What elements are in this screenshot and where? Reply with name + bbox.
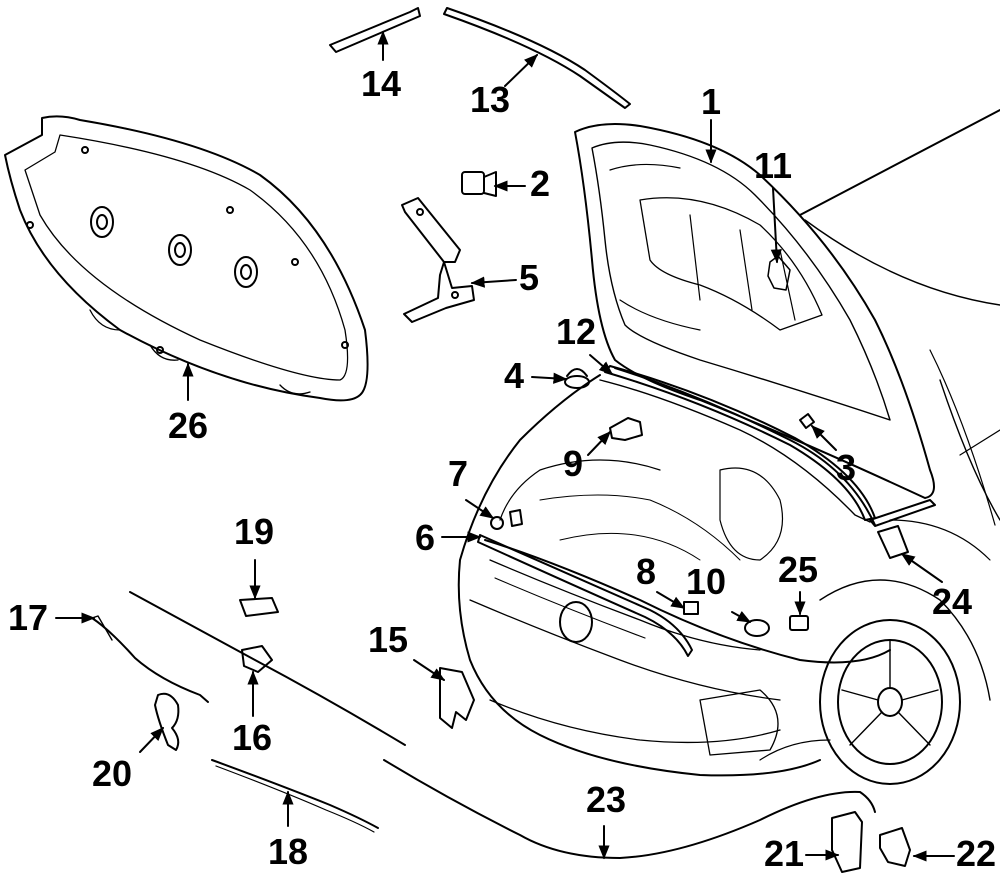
striker xyxy=(683,601,699,615)
callout-2: 2 xyxy=(530,163,551,204)
hood-latch xyxy=(877,525,909,559)
bumper-pad xyxy=(239,597,279,617)
callout-4: 4 xyxy=(504,355,525,396)
callout-24: 24 xyxy=(932,581,973,622)
weatherstrip xyxy=(443,7,631,109)
release-cable-short xyxy=(91,617,209,703)
release-lever xyxy=(831,811,863,873)
callout-11: 11 xyxy=(754,145,793,186)
callout-14: 14 xyxy=(361,63,402,104)
leader-arrows xyxy=(55,30,955,862)
retainer xyxy=(490,509,523,530)
release-handle xyxy=(439,667,475,729)
clip xyxy=(799,413,815,429)
hood-insulator-pad xyxy=(4,115,369,402)
callout-16: 16 xyxy=(232,717,273,758)
callout-22: 22 xyxy=(956,833,997,874)
callout-3: 3 xyxy=(836,447,857,488)
vehicle-body xyxy=(457,109,1000,785)
seal-strip xyxy=(329,7,421,53)
callout-9: 9 xyxy=(563,443,584,484)
callout-26: 26 xyxy=(168,405,209,446)
release-cable-long xyxy=(129,591,406,746)
cable-connector xyxy=(241,645,273,673)
callout-6: 6 xyxy=(415,517,436,558)
prop-rod xyxy=(477,534,693,657)
bump-stop xyxy=(461,171,497,197)
callout-13: 13 xyxy=(470,79,511,120)
callout-15: 15 xyxy=(368,619,409,660)
cable-clip xyxy=(154,692,180,751)
callout-1: 1 xyxy=(701,81,722,122)
hood-seal xyxy=(604,365,876,521)
callout-20: 20 xyxy=(92,753,133,794)
bracket xyxy=(609,417,643,441)
callout-25: 25 xyxy=(778,549,819,590)
callout-18: 18 xyxy=(268,831,309,872)
cable-sleeve xyxy=(211,759,379,829)
callout-5: 5 xyxy=(519,257,540,298)
callout-10: 10 xyxy=(686,561,727,602)
callout-21: 21 xyxy=(764,833,805,874)
callout-17: 17 xyxy=(8,597,49,638)
release-cable-main xyxy=(383,759,876,859)
callout-19: 19 xyxy=(234,511,275,552)
latch-bracket xyxy=(879,827,911,867)
bumper xyxy=(744,619,770,637)
callout-12: 12 xyxy=(556,311,597,352)
callout-23: 23 xyxy=(586,779,627,820)
callout-7: 7 xyxy=(448,453,469,494)
hood-panel xyxy=(574,123,936,527)
buffer xyxy=(789,615,809,631)
hood-hinge xyxy=(401,197,475,323)
callout-8: 8 xyxy=(636,551,657,592)
